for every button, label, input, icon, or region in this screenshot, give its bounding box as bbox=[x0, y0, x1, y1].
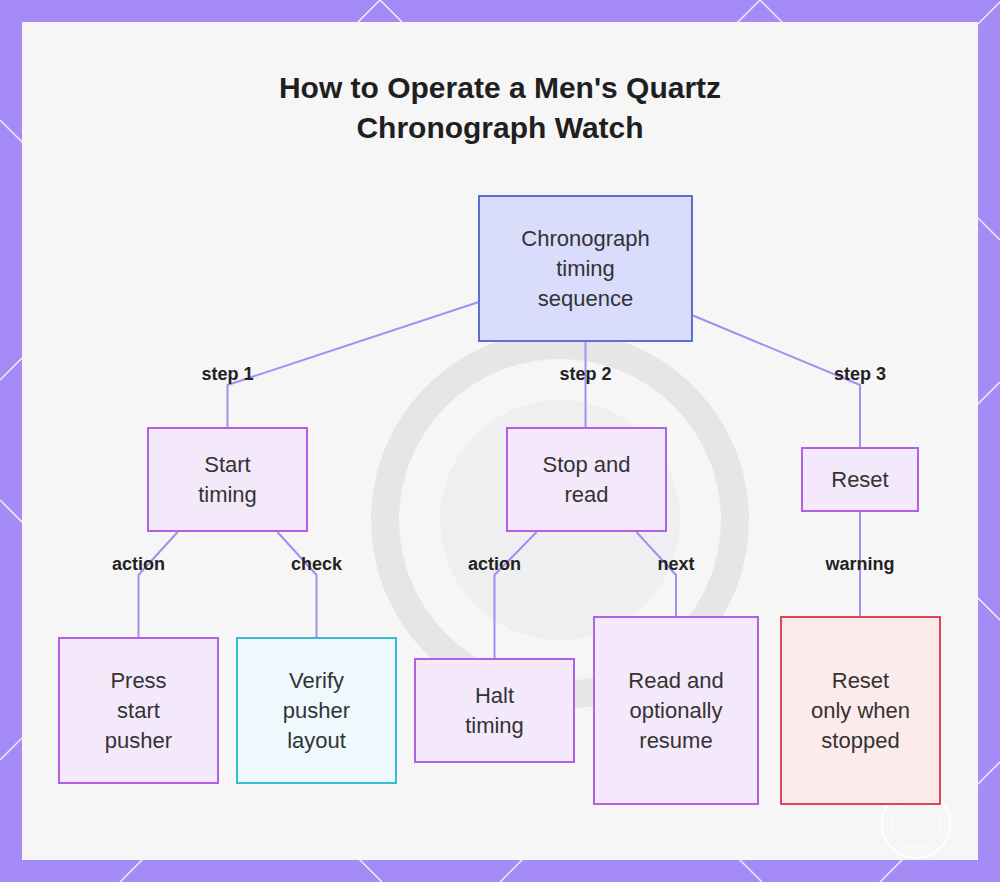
action-box: Press start pusher bbox=[58, 637, 219, 784]
node-label: Start timing bbox=[178, 450, 278, 510]
connector bbox=[585, 342, 587, 427]
node-label: Read and optionally resume bbox=[606, 666, 746, 756]
warning-box: Reset only when stopped bbox=[780, 616, 941, 805]
node-label: Verify pusher layout bbox=[267, 666, 367, 756]
node-label: Reset bbox=[810, 465, 910, 495]
step-box: Reset bbox=[801, 447, 919, 512]
connector bbox=[277, 532, 316, 637]
connector bbox=[636, 532, 676, 616]
root-box: Chronograph timing sequence bbox=[478, 195, 693, 342]
edge-label: warning bbox=[825, 554, 894, 575]
node-label: Press start pusher bbox=[89, 666, 189, 756]
action-box: Halt timing bbox=[414, 658, 575, 763]
connector bbox=[139, 532, 178, 637]
connector bbox=[228, 302, 479, 427]
edge-label: step 1 bbox=[201, 364, 253, 385]
title-block: How to Operate a Men's Quartz Chronograp… bbox=[0, 68, 1000, 148]
node-label: Reset only when stopped bbox=[811, 666, 911, 756]
edge-label: step 2 bbox=[559, 364, 611, 385]
connector bbox=[495, 532, 537, 658]
watch-dial bbox=[440, 400, 680, 640]
edge-label: next bbox=[657, 554, 694, 575]
panel bbox=[22, 22, 978, 860]
node-label: Chronograph timing sequence bbox=[511, 224, 661, 314]
edge-label: action bbox=[468, 554, 521, 575]
edge-label: check bbox=[291, 554, 342, 575]
step-box: Stop and read bbox=[506, 427, 667, 532]
next-box: Read and optionally resume bbox=[593, 616, 759, 805]
node-label: Halt timing bbox=[445, 681, 545, 741]
node-label: Stop and read bbox=[532, 450, 642, 510]
logo-mark bbox=[892, 800, 940, 848]
check-box: Verify pusher layout bbox=[236, 637, 397, 784]
title: How to Operate a Men's Quartz Chronograp… bbox=[240, 68, 760, 148]
step-box: Start timing bbox=[147, 427, 308, 532]
edge-label: step 3 bbox=[834, 364, 886, 385]
edge-label: action bbox=[112, 554, 165, 575]
